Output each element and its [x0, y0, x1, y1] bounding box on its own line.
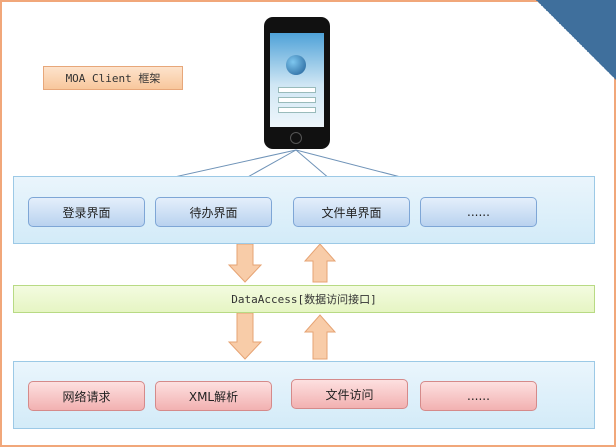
login-screen-box: 登录界面 [28, 197, 145, 227]
todo-screen-box: 待办界面 [155, 197, 272, 227]
phone-screen [270, 33, 324, 127]
network-request-box: 网络请求 [28, 381, 145, 411]
more-ui-box: ...... [420, 197, 537, 227]
xml-parse-box: XML解析 [155, 381, 272, 411]
more-service-box: ...... [420, 381, 537, 411]
globe-icon [286, 55, 306, 75]
data-access-layer: DataAccess[数据访问接口] [13, 285, 595, 313]
ui-layer: 登录界面 待办界面 文件单界面 ...... [13, 176, 595, 244]
home-button-icon [290, 132, 302, 144]
diagram-title: MOA Client 框架 [43, 66, 183, 90]
service-layer: 网络请求 XML解析 文件访问 ...... [13, 361, 595, 429]
phone-icon [264, 17, 330, 149]
corner-ribbon [536, 0, 616, 80]
document-screen-box: 文件单界面 [293, 197, 410, 227]
file-access-box: 文件访问 [291, 379, 408, 409]
